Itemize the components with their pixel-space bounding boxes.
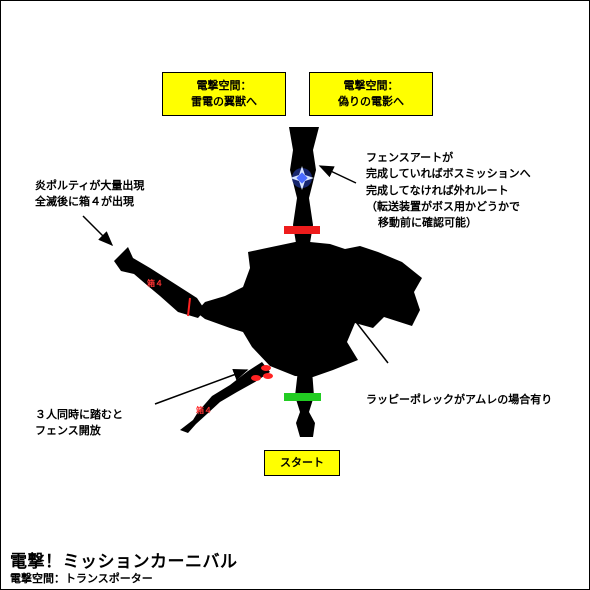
fence-art-note-line: （転送装置がボス用かどうかで — [366, 199, 520, 213]
fence-art-note-line: 完成していればボスミッションへ — [366, 167, 531, 181]
three-people-note: ３人同時に踏むと フェンス開放 — [35, 407, 123, 440]
rappy-arrow — [341, 302, 389, 364]
fence-art-arrow — [318, 165, 357, 184]
start-label: スタート — [280, 456, 324, 470]
box-label-lower: 箱４ — [196, 406, 212, 415]
flame-arrow — [82, 215, 114, 247]
flame-note-line: 全滅後に箱４が出現 — [35, 195, 134, 209]
flame-note-line: 炎ポルティが大量出現 — [35, 179, 145, 192]
flame-note: 炎ポルティが大量出現 全滅後に箱４が出現 — [35, 178, 144, 211]
fence-art-note: フェンスアートが 完成していればボスミッションへ 完成してなければ外れルート （… — [366, 150, 531, 231]
box-label-upper: 箱４ — [147, 279, 163, 288]
rappy-note: ラッピーポレックがアムレの場合有り — [366, 392, 552, 408]
green-gate — [284, 393, 321, 401]
red-gate — [284, 226, 320, 234]
destination-left-line1: 電撃空間： — [196, 79, 252, 93]
destination-left-line2: 雷電の翼獣へ — [191, 95, 257, 108]
floor-switches — [251, 365, 273, 381]
three-people-note-line: フェンス開放 — [35, 424, 101, 438]
teleporter-icon[interactable] — [290, 166, 314, 190]
destination-box-right[interactable]: 電撃空間： 偽りの電影へ — [309, 72, 433, 116]
page-subtitle: 電撃空間：トランスポーター — [10, 572, 153, 585]
map-area — [114, 127, 422, 437]
fence-art-note-line: 移動前に確認可能） — [378, 216, 477, 230]
destination-right-line2: 偽りの電影へ — [338, 95, 404, 108]
destination-right-line1: 電撃空間： — [343, 79, 399, 93]
three-people-note-line: ３人同時に踏むと — [35, 408, 123, 421]
page-title: 電撃！ミッションカーニバル — [10, 552, 238, 572]
rappy-note-line: ラッピーポレックがアムレの場合有り — [366, 393, 553, 406]
fence-art-note-line: フェンスアートが — [366, 151, 454, 164]
destination-box-left[interactable]: 電撃空間： 雷電の翼獣へ — [162, 72, 286, 116]
dest-left-arrow-line — [210, 118, 294, 128]
start-box[interactable]: スタート — [264, 450, 340, 476]
three-people-arrow — [154, 369, 249, 405]
fence-art-note-line: 完成してなければ外れルート — [366, 183, 509, 197]
fence-marker — [187, 297, 191, 317]
